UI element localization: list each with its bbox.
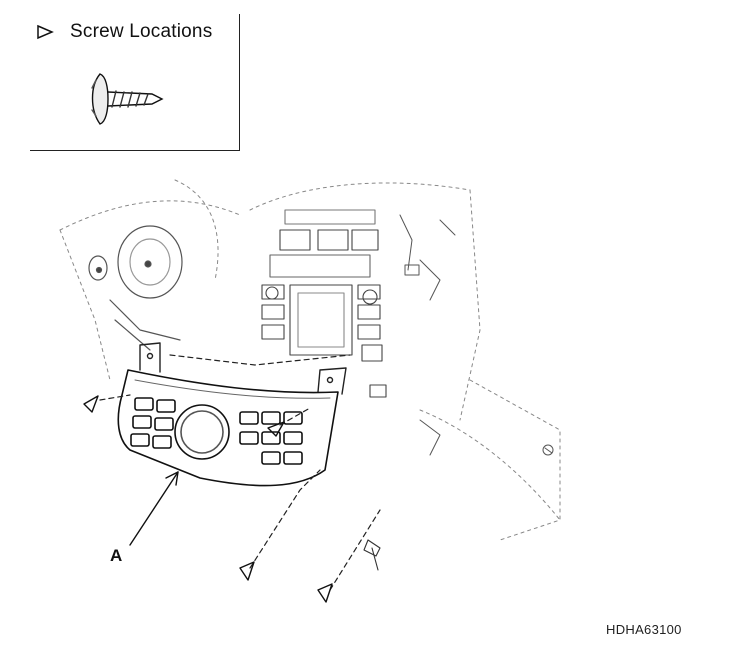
- mounting-tab-left: [139, 342, 161, 373]
- legend-box: Screw Locations: [30, 14, 240, 151]
- right-bracket-details: [399, 214, 554, 456]
- screw-marker-4-icon: [317, 583, 333, 603]
- callout-a-arrow: [129, 471, 179, 546]
- lower-bolt: [363, 539, 381, 571]
- vent-assembly: [88, 225, 183, 351]
- mounting-tab-right: [317, 367, 347, 395]
- callout-a-label: A: [110, 546, 123, 565]
- figure-code: HDHA63100: [606, 622, 682, 637]
- legend-title: Screw Locations: [70, 21, 213, 42]
- screw-marker-3-icon: [239, 561, 255, 581]
- screw-marker-1-icon: [83, 395, 99, 413]
- heater-control-panel: [117, 369, 339, 487]
- screw-icon: [91, 73, 164, 125]
- center-console-panel: [261, 209, 387, 398]
- screw-location-lines: [99, 354, 381, 591]
- screw-marker-2-icon: [267, 421, 285, 437]
- dashboard-background: [59, 179, 561, 541]
- triangle-marker-icon: [37, 24, 54, 40]
